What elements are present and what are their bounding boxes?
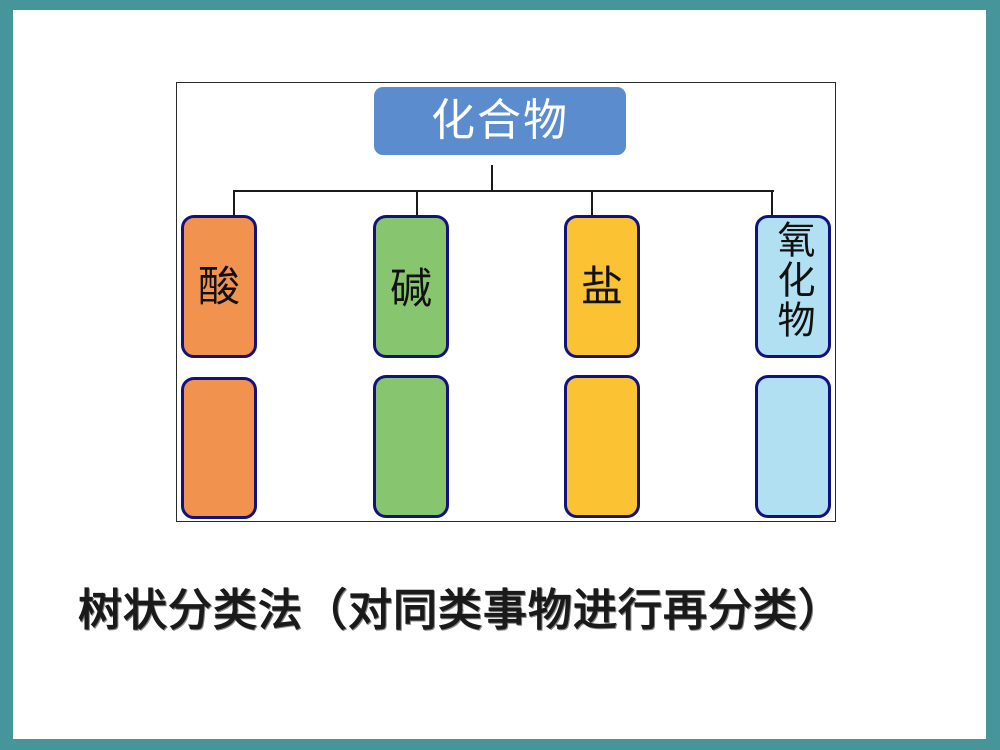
node-salt-label: 盐 <box>580 261 623 311</box>
connector-drop-oxide <box>771 190 773 224</box>
connector-horizontal-bus <box>233 190 774 192</box>
connector-drop-base <box>416 190 418 224</box>
node-base: 碱 <box>373 215 449 358</box>
diagram-frame <box>176 82 836 522</box>
subnode-salt <box>564 375 640 518</box>
subnode-acid <box>181 377 257 519</box>
node-oxide: 氧化物 <box>755 215 831 358</box>
connector-drop-acid <box>233 190 235 224</box>
node-acid: 酸 <box>181 215 257 358</box>
caption-text: 树状分类法（对同类事物进行再分类） <box>78 585 843 636</box>
node-salt: 盐 <box>564 215 640 358</box>
node-base-label: 碱 <box>389 264 432 313</box>
node-acid-label: 酸 <box>197 261 240 311</box>
root-node-label: 化合物 <box>431 95 569 146</box>
connector-drop-salt <box>591 190 593 224</box>
root-node-compound: 化合物 <box>374 87 626 155</box>
subnode-oxide <box>755 375 831 518</box>
subnode-base <box>373 375 449 518</box>
node-oxide-label: 氧化物 <box>771 220 815 340</box>
connector-root-stem <box>491 165 493 191</box>
